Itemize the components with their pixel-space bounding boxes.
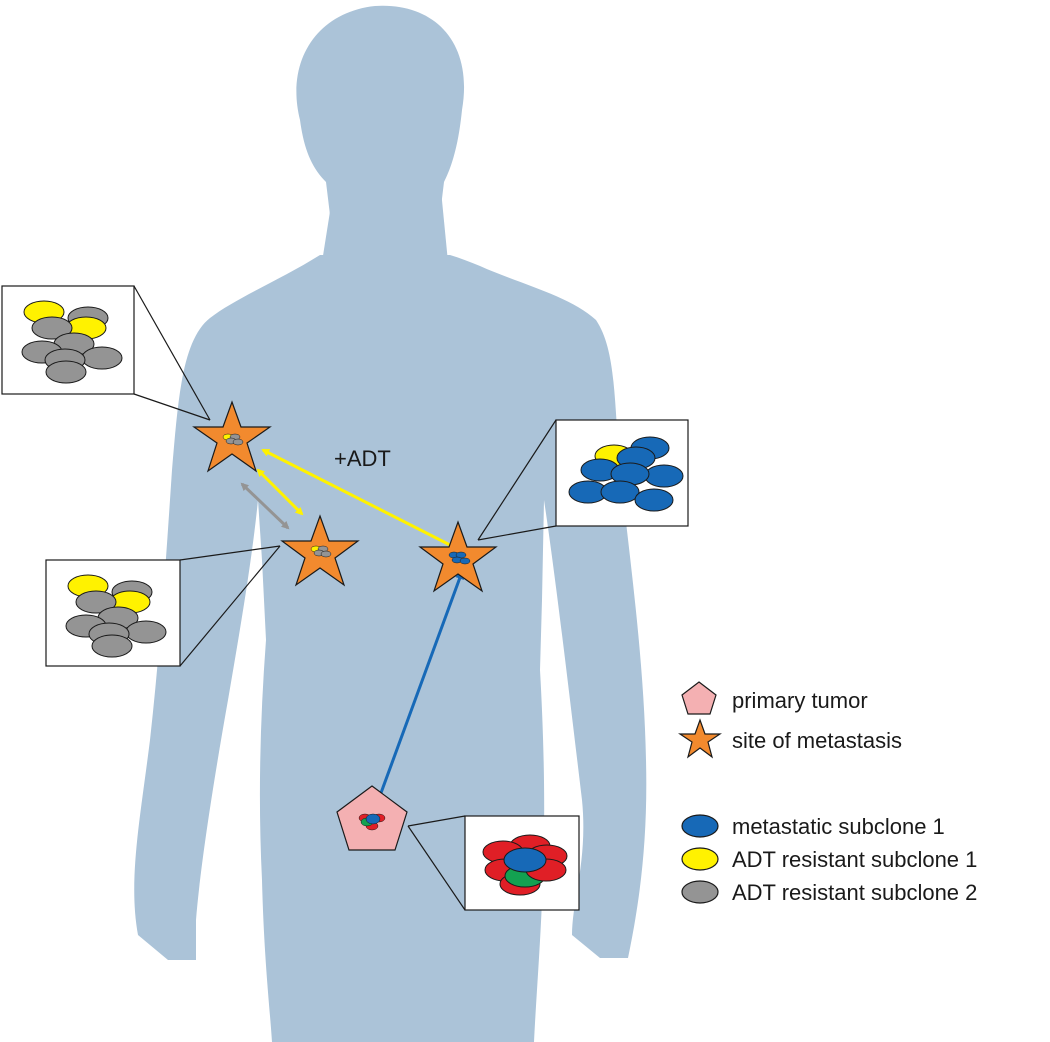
inset-box-2: [45, 559, 181, 667]
adt-annotation: +ADT: [334, 446, 391, 471]
primary-tumor-site: [336, 785, 408, 851]
metastasis-star-3: [418, 520, 498, 593]
metastasis-star-1: [192, 400, 272, 473]
legend-label-primary-tumor: primary tumor: [732, 688, 868, 713]
legend-label-adt-subclone-2: ADT resistant subclone 2: [732, 880, 977, 905]
arrow-gray-short: [240, 482, 290, 530]
inset-box-4: [464, 815, 580, 911]
metastasis-star-2: [280, 514, 360, 587]
legend-label-metastatic-subclone: metastatic subclone 1: [732, 814, 945, 839]
callout-lines: [133, 285, 557, 911]
adt-arrow-yellow-long: [261, 448, 453, 548]
migration-arrows: [240, 448, 464, 813]
arrow-blue-primary: [372, 570, 464, 813]
inset-box-1: [1, 285, 135, 395]
legend-item-primary-tumor: primary tumor: [681, 681, 868, 715]
legend-item-adt-subclone-2: ADT resistant subclone 2: [681, 880, 977, 905]
legend-item-metastatic-subclone: metastatic subclone 1: [681, 814, 945, 839]
legend: primary tumor site of metastasis metasta…: [678, 681, 977, 905]
legend-label-adt-subclone-1: ADT resistant subclone 1: [732, 847, 977, 872]
inset-box-3: [555, 419, 689, 527]
legend-item-adt-subclone-1: ADT resistant subclone 1: [681, 847, 977, 872]
legend-label-metastasis: site of metastasis: [732, 728, 902, 753]
legend-item-metastasis: site of metastasis: [678, 718, 902, 759]
